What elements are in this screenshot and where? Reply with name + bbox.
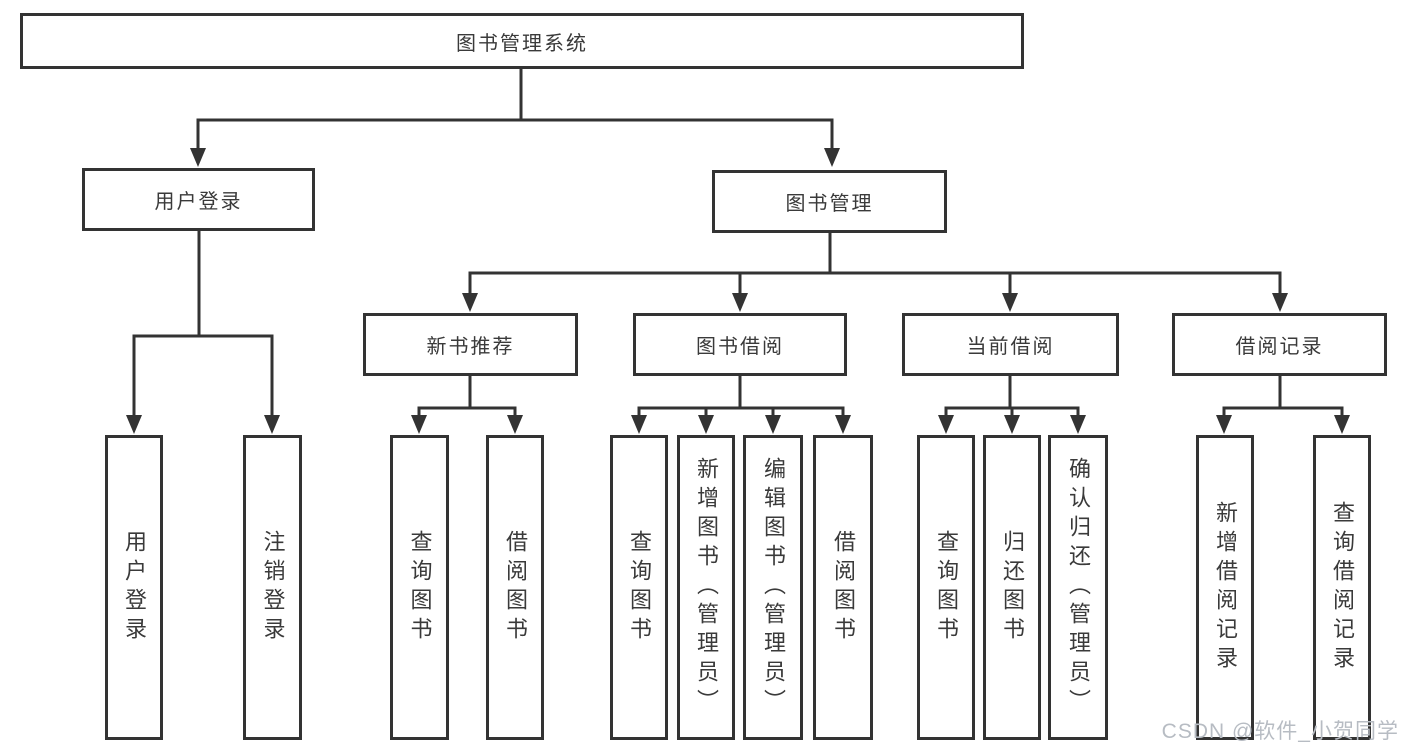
node-label: 图书管理: [785, 193, 874, 215]
node-label: 归还图书: [1000, 529, 1025, 646]
node-label: 新书推荐: [426, 336, 515, 358]
arrowhead: [507, 415, 523, 434]
node-label: 查询图书: [934, 529, 959, 646]
arrowhead: [1002, 293, 1018, 312]
leaf-query-books-recommend: 查询图书: [390, 435, 449, 740]
arrowhead: [1334, 415, 1350, 434]
node-book-borrowing: 图书借阅: [633, 313, 847, 376]
arrowhead: [190, 148, 206, 167]
leaf-confirm-return-admin: 确认归还（管理员）: [1048, 435, 1108, 740]
arrowhead: [1272, 293, 1288, 312]
node-new-book-recommendation: 新书推荐: [363, 313, 578, 376]
leaf-query-books-borrowing: 查询图书: [610, 435, 668, 740]
leaf-add-borrow-record: 新增借阅记录: [1196, 435, 1254, 740]
node-user-login: 用户登录: [82, 168, 315, 231]
node-label: 查询借阅记录: [1330, 500, 1355, 675]
node-label: 查询图书: [627, 529, 652, 646]
node-label: 用户登录: [154, 191, 243, 213]
leaf-borrow-books-borrowing: 借阅图书: [813, 435, 873, 740]
arrowhead: [126, 415, 142, 434]
leaf-add-book-admin: 新增图书（管理员）: [677, 435, 735, 740]
node-label: 新增图书（管理员）: [694, 457, 719, 718]
node-label: 图书管理系统: [456, 32, 588, 55]
node-library-system: 图书管理系统: [20, 13, 1024, 69]
connector-current-borrow-to-leaves: [944, 374, 1080, 423]
arrowheads: [126, 148, 1350, 434]
arrowhead: [835, 415, 851, 434]
connector-new-book-to-leaves: [417, 374, 517, 423]
node-current-borrowing: 当前借阅: [902, 313, 1119, 376]
connector-user-login-to-leaves: [132, 229, 274, 423]
node-label: 查询图书: [407, 529, 433, 646]
node-book-management: 图书管理: [712, 170, 947, 233]
node-label: 借阅记录: [1235, 336, 1324, 358]
arrowhead: [462, 293, 478, 312]
leaf-edit-book-admin: 编辑图书（管理员）: [743, 435, 803, 740]
arrowhead: [824, 148, 840, 167]
watermark-text: CSDN @软件_小贺同学: [1161, 720, 1399, 743]
node-label: 新增借阅记录: [1213, 500, 1238, 675]
connector-book-mgmt-to-level3: [468, 231, 1282, 297]
arrowhead: [1216, 415, 1232, 434]
node-label: 确认归还（管理员）: [1066, 457, 1091, 718]
arrowhead: [631, 415, 647, 434]
arrowhead: [698, 415, 714, 434]
leaf-logout: 注销登录: [243, 435, 302, 740]
leaf-return-books: 归还图书: [983, 435, 1041, 740]
node-label: 当前借阅: [966, 336, 1055, 358]
arrowhead: [765, 415, 781, 434]
arrowhead: [1004, 415, 1020, 434]
node-label: 借阅图书: [831, 529, 856, 646]
node-label: 借阅图书: [503, 529, 528, 646]
node-borrowing-records: 借阅记录: [1172, 313, 1387, 376]
connector-root-to-level2: [196, 67, 834, 154]
node-label: 编辑图书（管理员）: [761, 457, 786, 718]
connector-book-borrow-to-leaves: [637, 374, 845, 423]
leaf-query-books-current: 查询图书: [917, 435, 975, 740]
connector-records-to-leaves: [1222, 374, 1344, 423]
arrowhead: [411, 415, 427, 434]
arrowhead: [1070, 415, 1086, 434]
arrowhead: [264, 415, 280, 434]
arrowhead: [732, 293, 748, 312]
leaf-query-borrow-record: 查询借阅记录: [1313, 435, 1371, 740]
leaf-user-login: 用户登录: [105, 435, 163, 740]
node-label: 图书借阅: [696, 336, 784, 358]
node-label: 注销登录: [260, 529, 286, 646]
node-label: 用户登录: [122, 529, 147, 646]
arrowhead: [938, 415, 954, 434]
leaf-borrow-books-recommend: 借阅图书: [486, 435, 544, 740]
